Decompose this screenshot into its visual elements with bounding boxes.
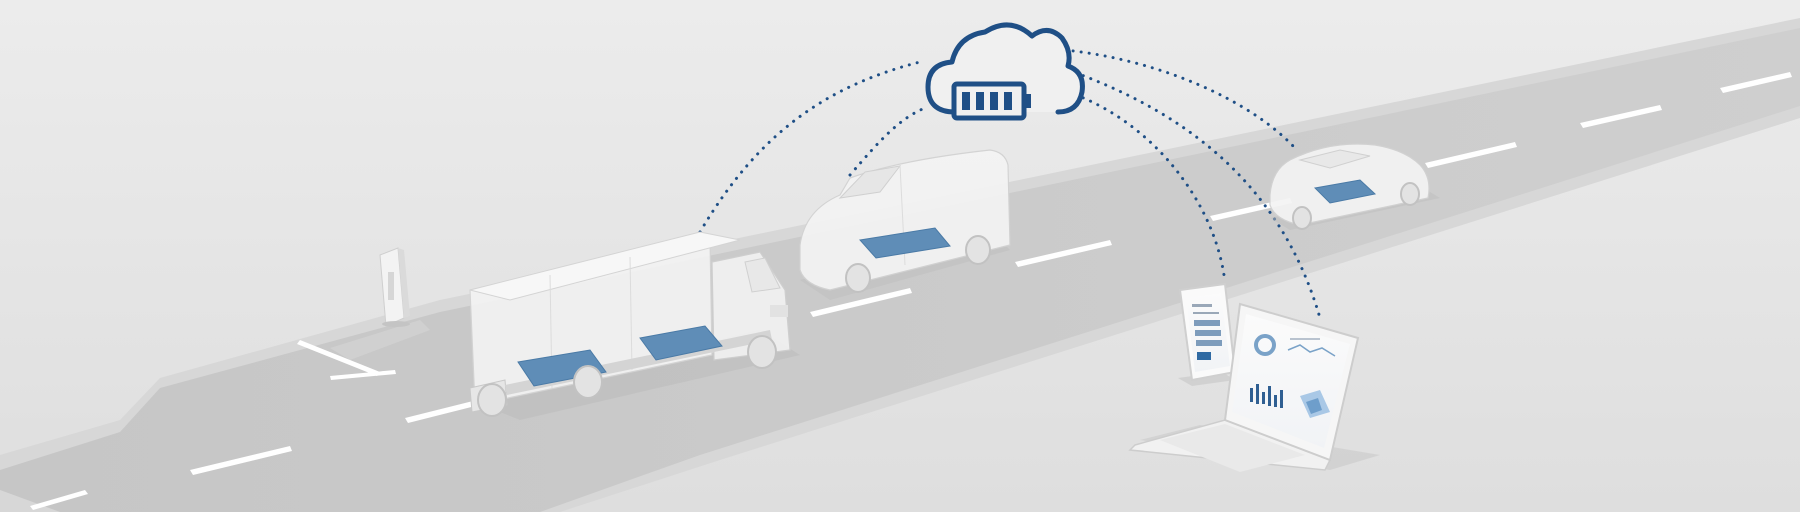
charging-station-icon	[379, 247, 410, 327]
truck-icon	[469, 231, 800, 420]
battery-icon	[951, 81, 1031, 121]
cloud-icon	[925, 22, 1085, 121]
laptop-dashboard	[1250, 334, 1336, 418]
laptop-icon	[1128, 302, 1380, 472]
car-icon	[1269, 143, 1440, 230]
smartphone-icon	[1178, 282, 1237, 386]
van-icon	[799, 149, 1011, 300]
connection-lines	[698, 48, 1322, 320]
